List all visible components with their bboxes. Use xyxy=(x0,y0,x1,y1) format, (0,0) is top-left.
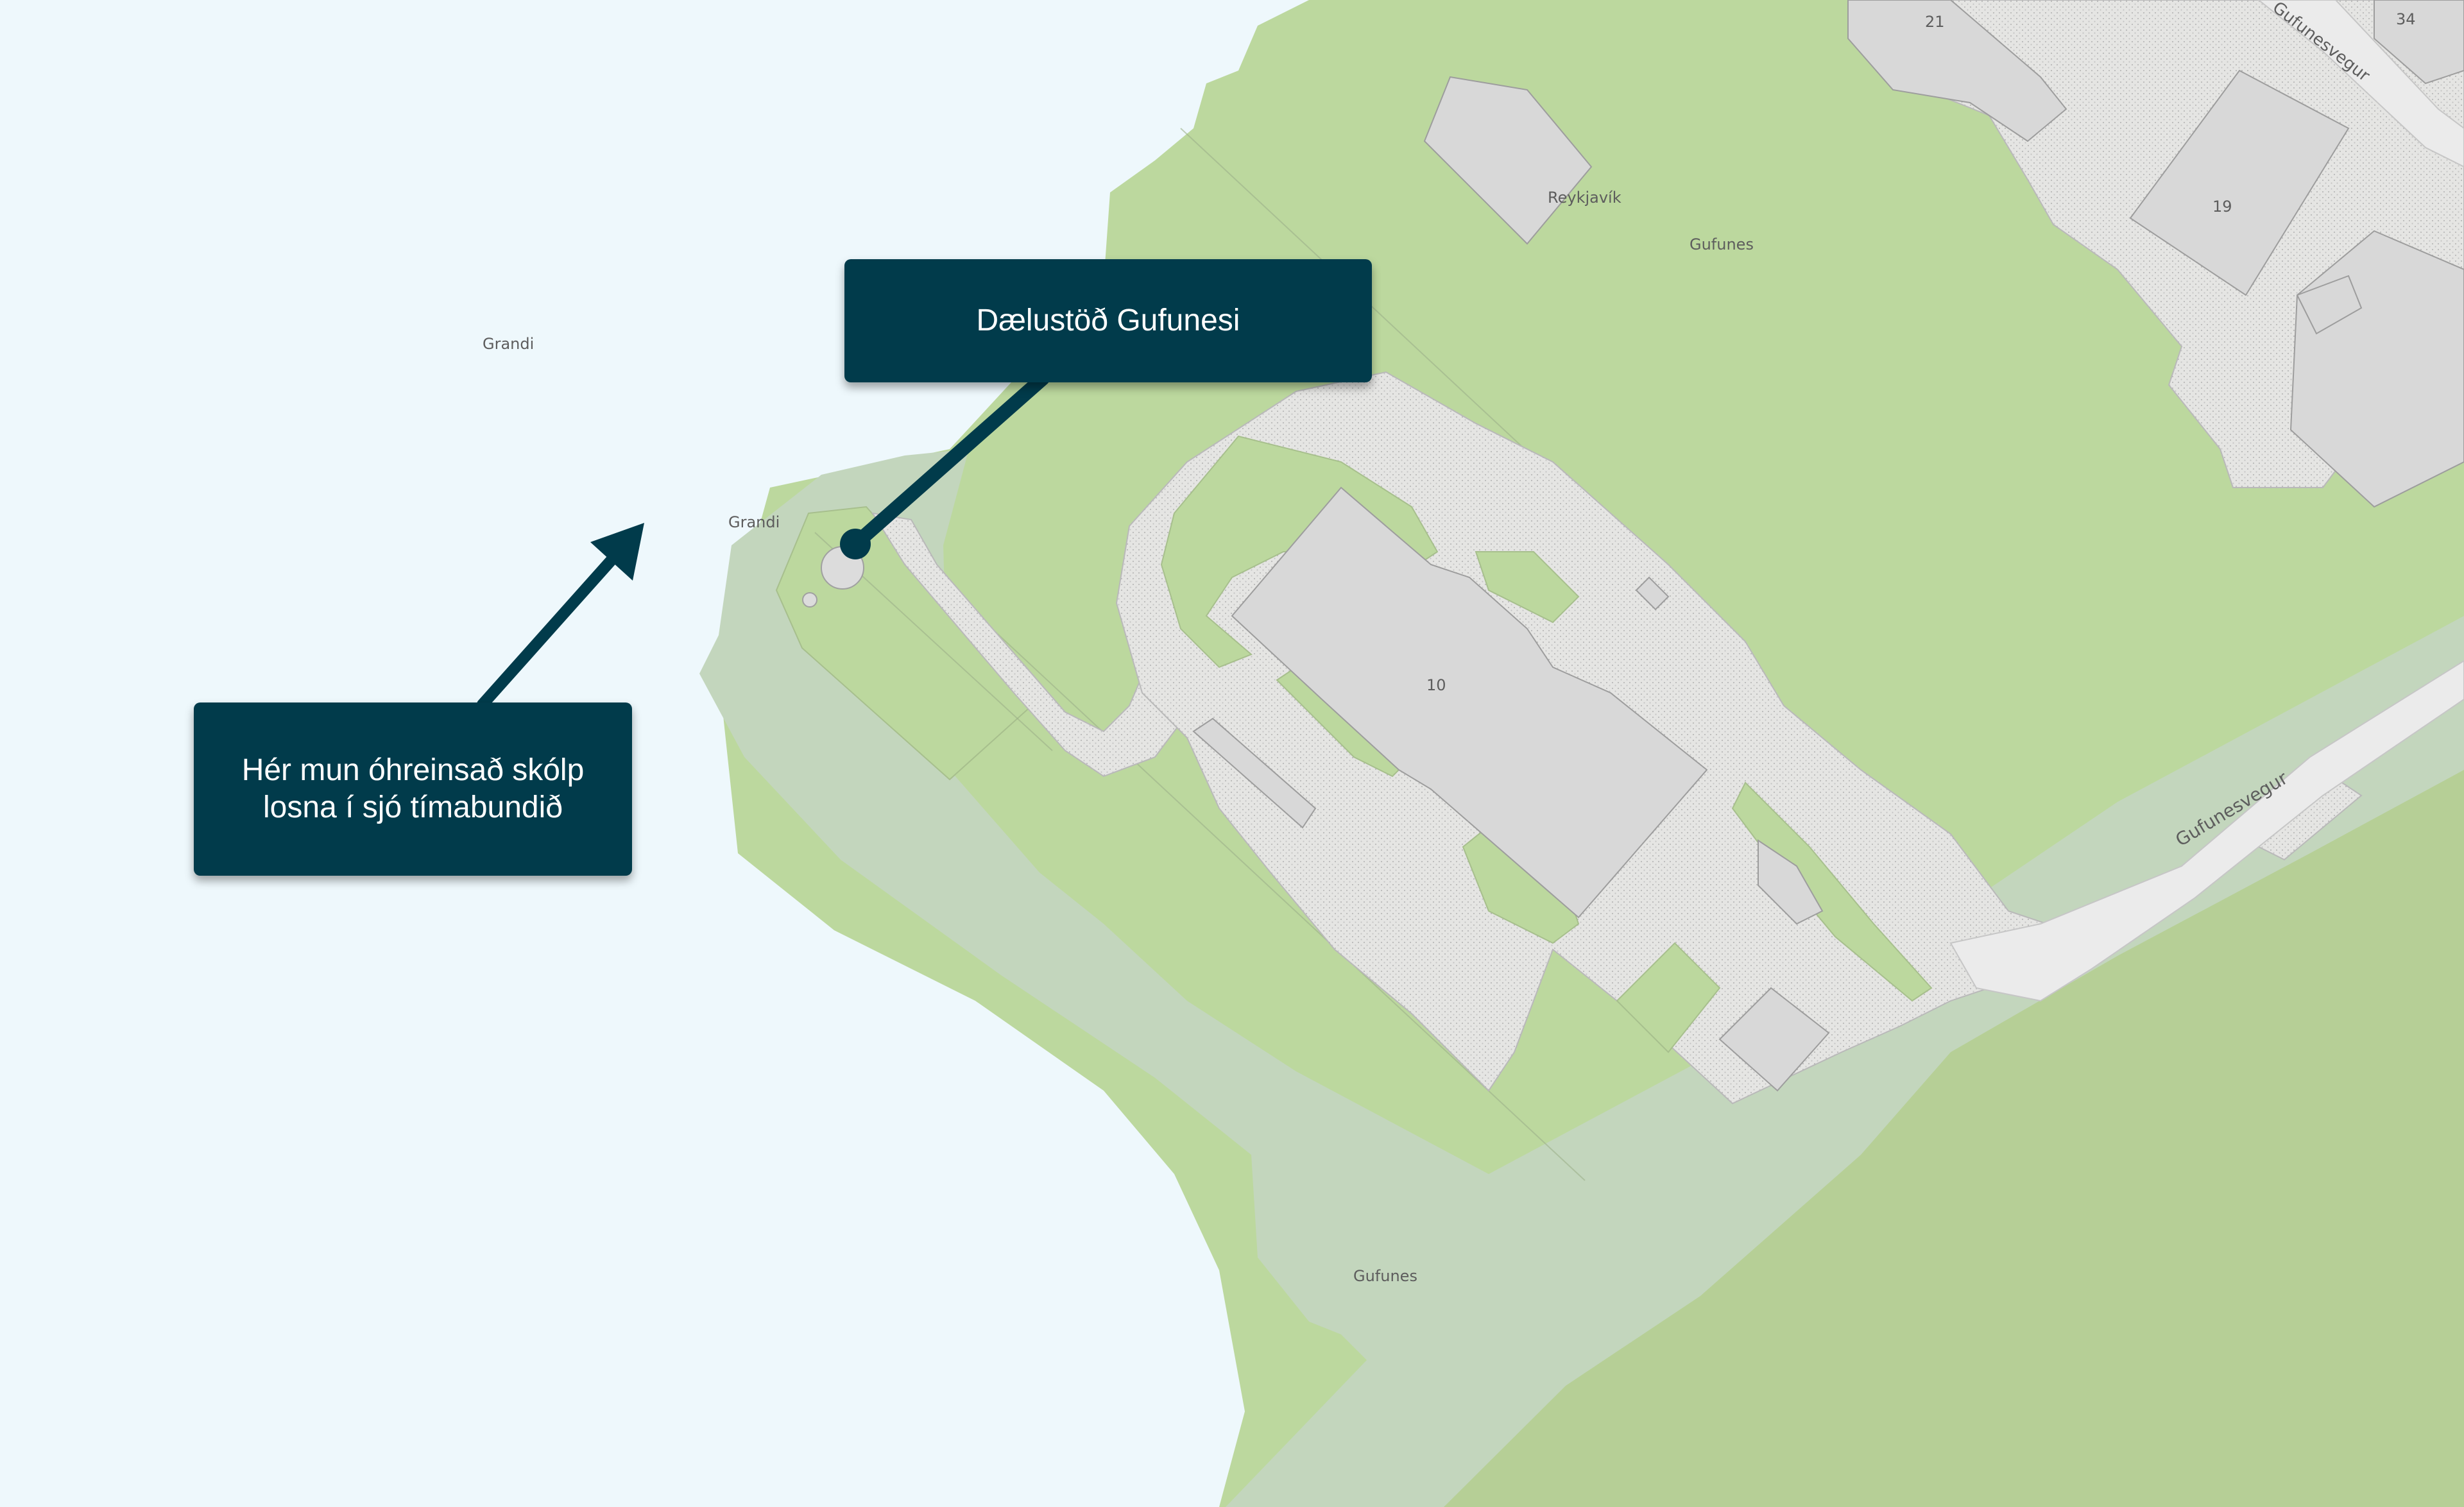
road-gufunesvegur-upper xyxy=(2257,0,2464,168)
callout-sewage-warning: Hér mun óhreinsað skólp losna í sjó tíma… xyxy=(194,702,632,876)
label-gufunes-north: Gufunes xyxy=(1690,235,1754,253)
station-pointer-dot xyxy=(840,529,871,559)
warning-arrow-line xyxy=(477,549,622,710)
label-building-21: 21 xyxy=(1925,13,1945,31)
label-grandi-point: Grandi xyxy=(728,513,780,531)
road-gufunesvegur xyxy=(1949,660,2464,1002)
hill-area xyxy=(1444,770,2464,1507)
small-circle xyxy=(802,592,817,608)
buildings xyxy=(1192,0,2464,1092)
station-pointer-line xyxy=(848,371,1050,551)
label-gufunes-south: Gufunes xyxy=(1353,1267,1417,1285)
label-building-10: 10 xyxy=(1426,676,1446,694)
label-building-34: 34 xyxy=(2396,10,2416,28)
callout-pump-station: Dælustöð Gufunesi xyxy=(844,259,1372,382)
label-building-19: 19 xyxy=(2212,198,2232,216)
label-reykjavik: Reykjavík xyxy=(1548,189,1621,207)
label-grandi-sea: Grandi xyxy=(483,335,534,353)
callout-pointers xyxy=(477,371,1050,710)
warning-arrow-head xyxy=(590,523,644,581)
callout-warning-line2: losna í sjó tímabundið xyxy=(263,790,563,824)
callout-pump-station-text: Dælustöð Gufunesi xyxy=(976,303,1240,337)
callout-warning-line1: Hér mun óhreinsað skólp xyxy=(241,753,585,787)
